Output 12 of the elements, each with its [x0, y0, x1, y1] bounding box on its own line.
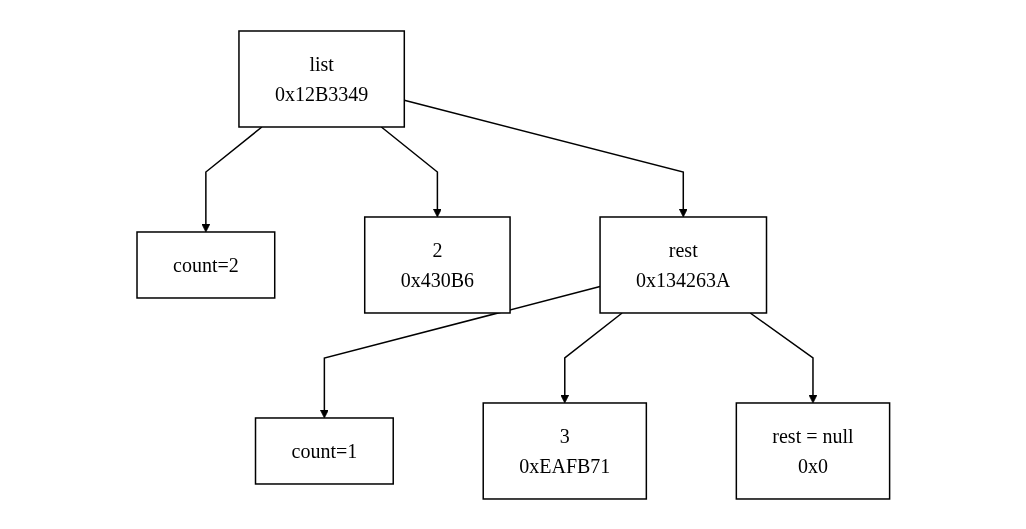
arrow: [201, 125, 263, 232]
arrow: [380, 125, 442, 217]
node-box: rest = null 0x0: [735, 401, 891, 500]
arrow: [560, 311, 623, 403]
node-box: count=2: [135, 230, 276, 299]
node-box: 2 0x430B6: [363, 215, 511, 314]
node-box: 3 0xEAFB71: [482, 401, 647, 500]
node-box: list 0x12B3349: [237, 29, 405, 128]
node-box: rest 0x134263A: [599, 215, 767, 314]
node-box: count=1: [254, 416, 394, 485]
arrow: [749, 311, 818, 403]
arrow: [403, 99, 688, 217]
